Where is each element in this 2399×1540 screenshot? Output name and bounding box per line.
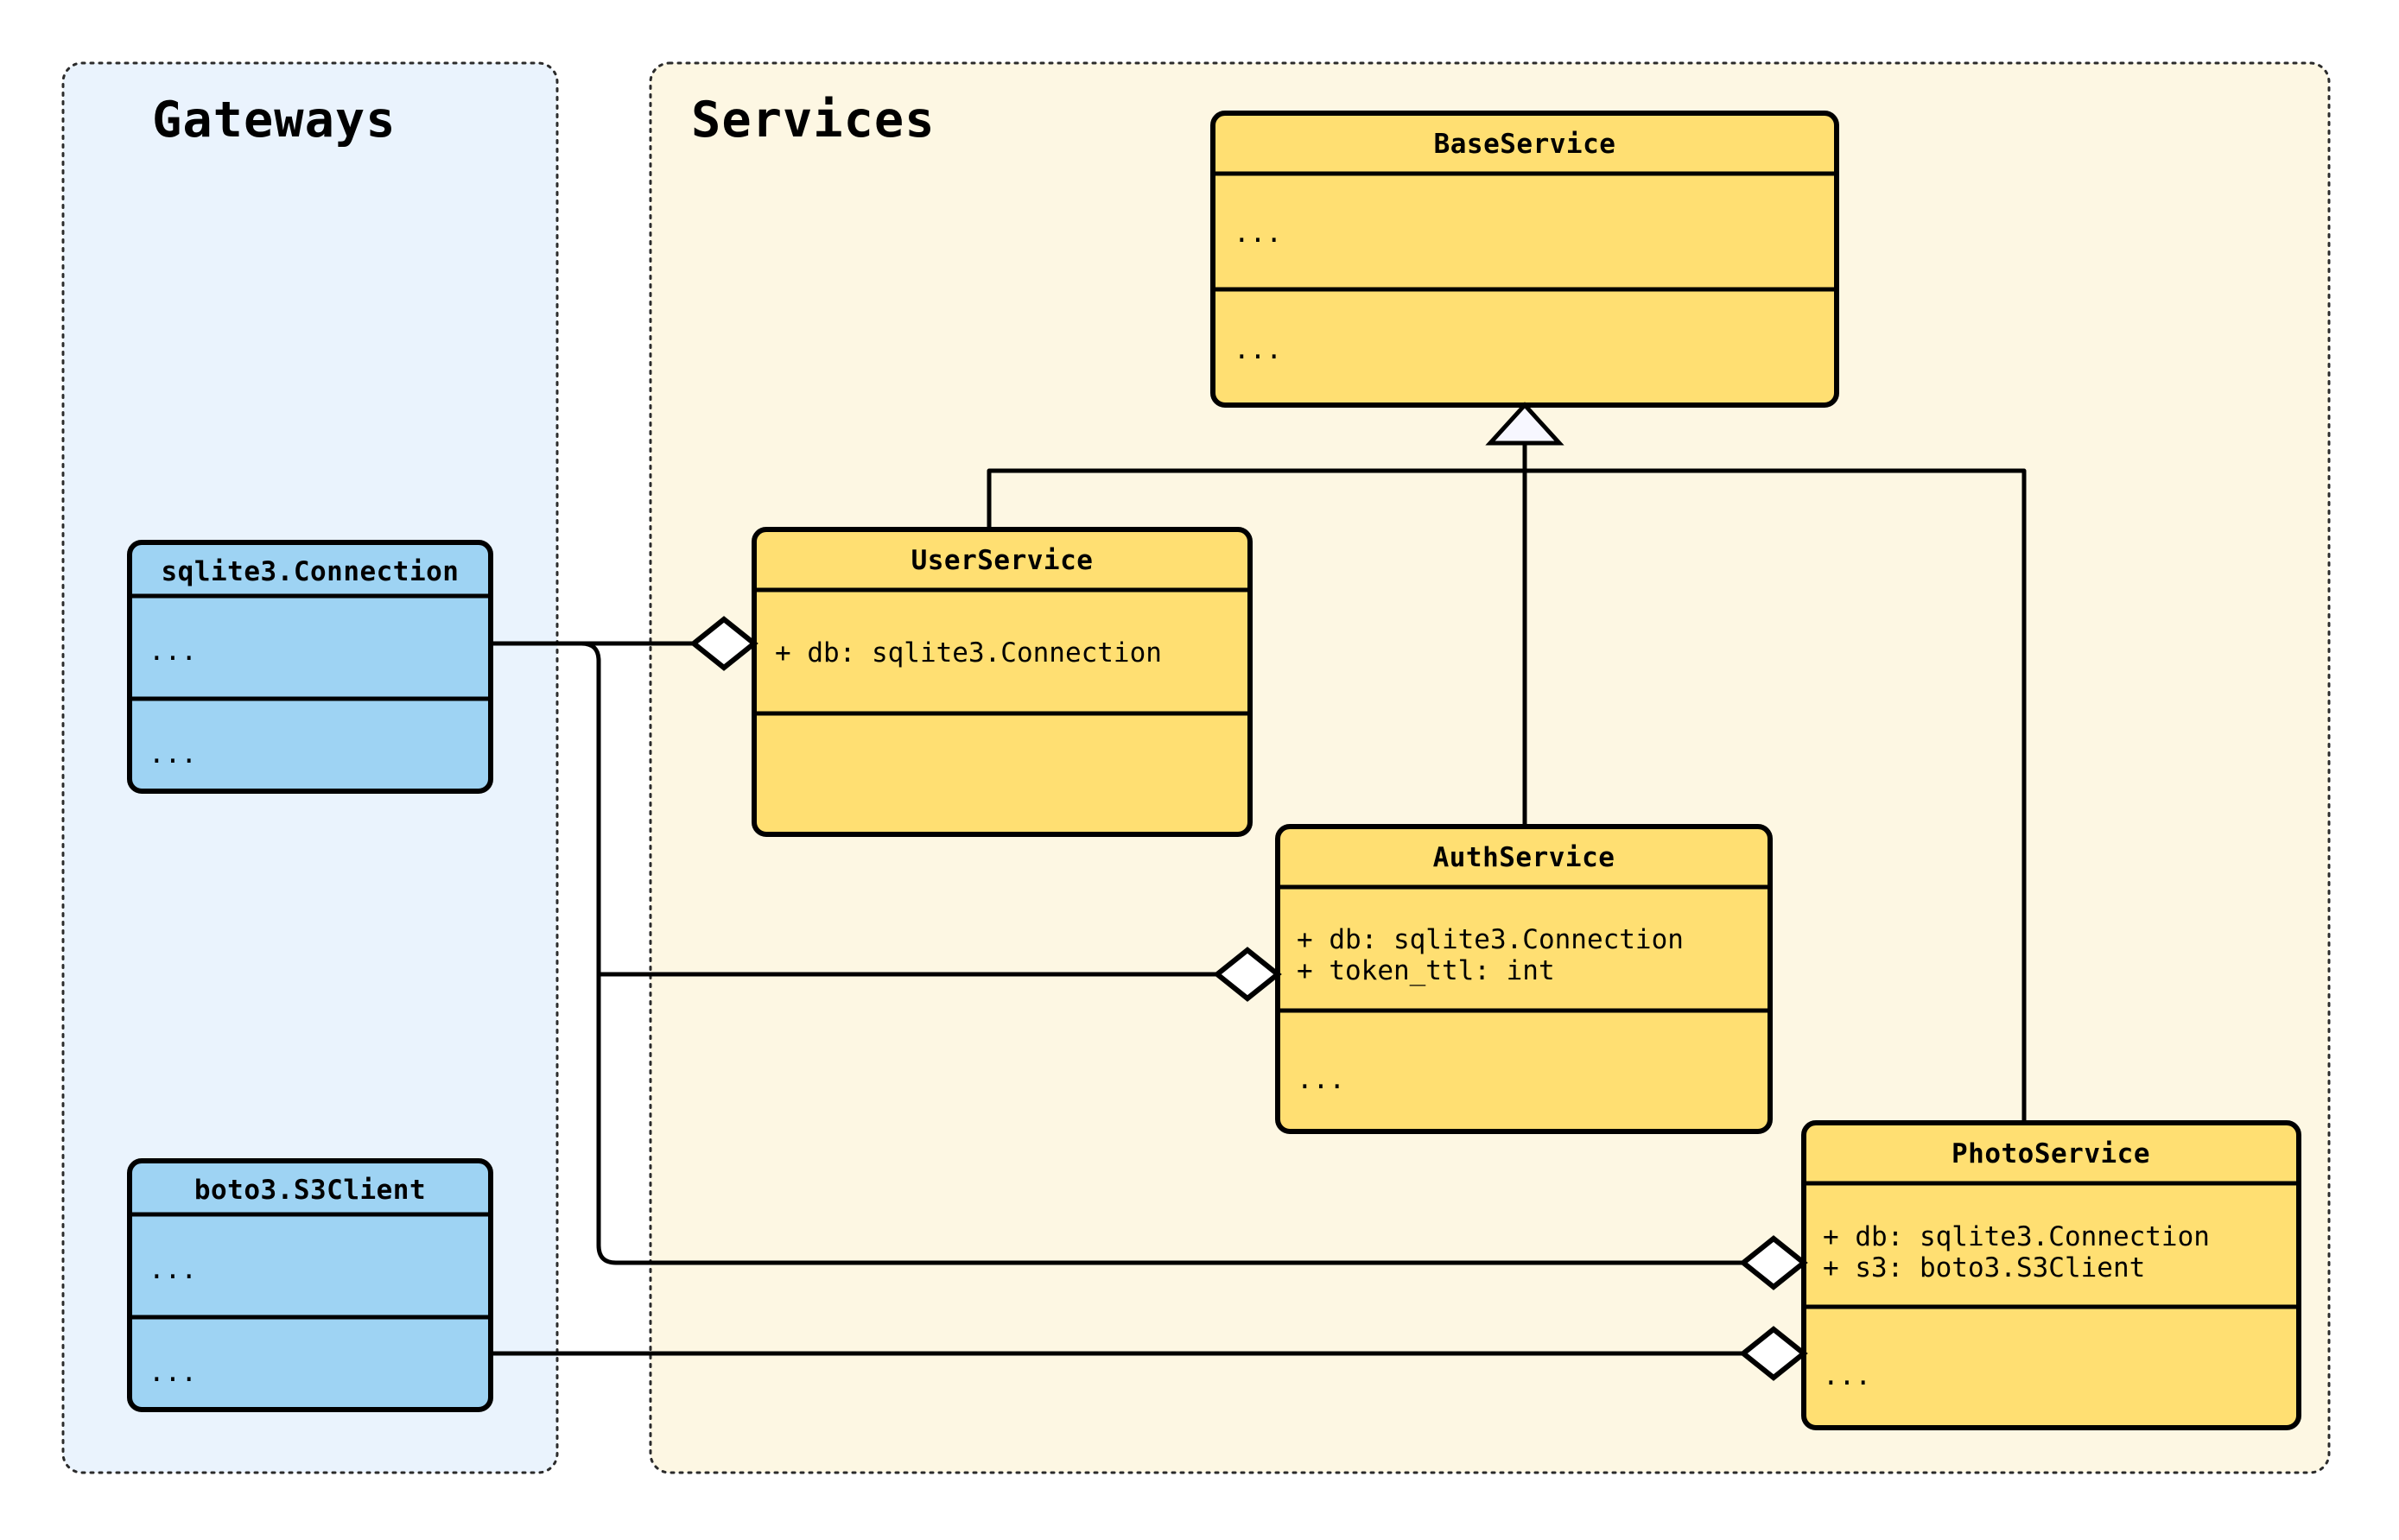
class-photo-service-title: PhotoService — [1952, 1138, 2150, 1169]
class-base-service-title: BaseService — [1434, 129, 1616, 160]
class-photo-service-attribute-1: + s3: boto3.S3Client — [1823, 1252, 2145, 1283]
aggregation-diamond-user-db-icon — [689, 616, 758, 671]
class-auth-service-method-0: ... — [1297, 1064, 1345, 1095]
class-auth-service-attribute-0: + db: sqlite3.Connection — [1297, 924, 1684, 955]
class-auth-service[interactable]: AuthService + db: sqlite3.Connection + t… — [1275, 824, 1773, 1134]
class-auth-service-attribute-1: + token_ttl: int — [1297, 955, 1555, 986]
class-user-service-title: UserService — [911, 545, 1094, 576]
generalization-triangle-icon — [1485, 402, 1564, 446]
aggregation-db-trunk — [491, 641, 1769, 1265]
class-auth-service-box — [1275, 824, 1773, 1134]
class-boto3-s3client-attribute: ... — [149, 1254, 197, 1285]
class-sqlite3-connection-title: sqlite3.Connection — [162, 556, 460, 587]
generalization-bus — [987, 443, 2027, 1123]
class-photo-service-box — [1801, 1120, 2301, 1430]
aggregation-trunk-line — [491, 641, 1769, 1265]
class-photo-service-method-0: ... — [1823, 1360, 1871, 1391]
class-user-service-attribute-0: + db: sqlite3.Connection — [775, 637, 1162, 669]
aggregation-diamond-photo-s3-icon — [1739, 1326, 1808, 1381]
class-sqlite3-connection[interactable]: sqlite3.Connection ... ... — [127, 540, 493, 794]
class-base-service-method: ... — [1234, 334, 1282, 365]
class-boto3-s3client[interactable]: boto3.S3Client ... ... — [127, 1158, 493, 1412]
class-user-service-box — [752, 527, 1253, 837]
package-services-title: Services — [691, 92, 936, 149]
class-sqlite3-connection-attribute: ... — [149, 636, 197, 667]
generalization-branch-user — [987, 468, 1006, 529]
class-photo-service[interactable]: PhotoService + db: sqlite3.Connection + … — [1801, 1120, 2301, 1430]
class-user-service[interactable]: UserService + db: sqlite3.Connection — [752, 527, 1253, 837]
class-boto3-s3client-box — [127, 1158, 493, 1412]
class-base-service-attribute: ... — [1234, 218, 1282, 249]
class-sqlite3-connection-box — [127, 540, 493, 794]
aggregation-diamond-auth-db-icon — [1213, 947, 1282, 1002]
class-photo-service-attribute-0: + db: sqlite3.Connection — [1823, 1221, 2210, 1252]
generalization-branch-photo — [1990, 468, 2027, 1123]
class-base-service[interactable]: BaseService ... ... — [1210, 111, 1839, 408]
class-boto3-s3client-method: ... — [149, 1357, 197, 1388]
package-gateways-title: Gateways — [152, 92, 397, 149]
class-boto3-s3client-title: boto3.S3Client — [194, 1175, 426, 1206]
aggregation-diamond-photo-db-icon — [1739, 1235, 1808, 1290]
class-auth-service-title: AuthService — [1433, 842, 1615, 873]
class-sqlite3-connection-method: ... — [149, 738, 197, 770]
